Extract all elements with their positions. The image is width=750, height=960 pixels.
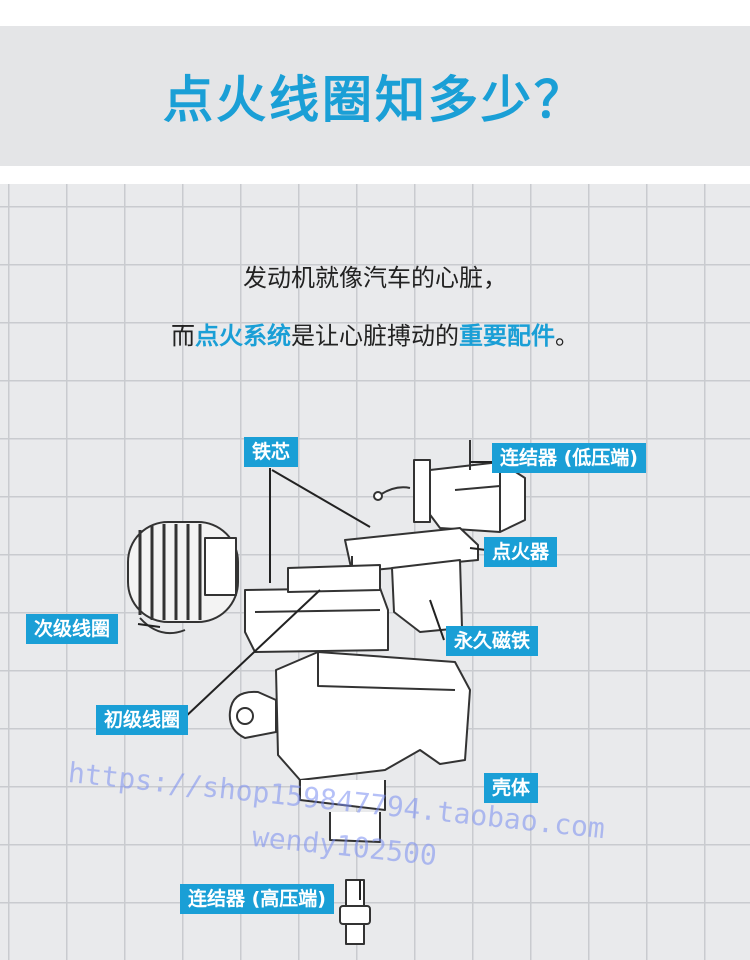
label-connector-high: 连结器 (高压端) xyxy=(180,884,334,914)
page-title: 点火线圈知多少？ xyxy=(163,71,587,129)
intro-highlight-ignition-system: 点火系统 xyxy=(195,322,291,350)
top-margin xyxy=(0,0,750,26)
label-iron-core: 铁芯 xyxy=(244,437,299,467)
primary-coil-part xyxy=(244,559,463,653)
intro-text-a: 而 xyxy=(171,322,195,350)
intro-line-1: 发动机就像汽车的心脏， xyxy=(243,264,507,292)
label-connector-low: 连结器 (低压端) xyxy=(492,443,646,473)
label-secondary-coil: 次级线圈 xyxy=(26,614,119,644)
secondary-coil-part xyxy=(127,521,239,634)
label-housing: 壳体 xyxy=(484,773,539,803)
intro-text-c: 。 xyxy=(555,322,579,350)
housing-part xyxy=(228,651,471,843)
intro-line-2: 而点火系统是让心脏搏动的重要配件。 xyxy=(0,316,750,351)
label-igniter: 点火器 xyxy=(484,537,558,567)
intro-highlight-key-part: 重要配件 xyxy=(459,322,555,350)
label-primary-coil: 初级线圈 xyxy=(96,705,189,735)
label-permanent-magnet: 永久磁铁 xyxy=(446,626,539,656)
connector-high-voltage-part xyxy=(339,879,371,945)
intro-text-b: 是让心脏搏动的 xyxy=(291,322,459,350)
separator xyxy=(0,166,750,184)
title-band xyxy=(0,26,750,166)
